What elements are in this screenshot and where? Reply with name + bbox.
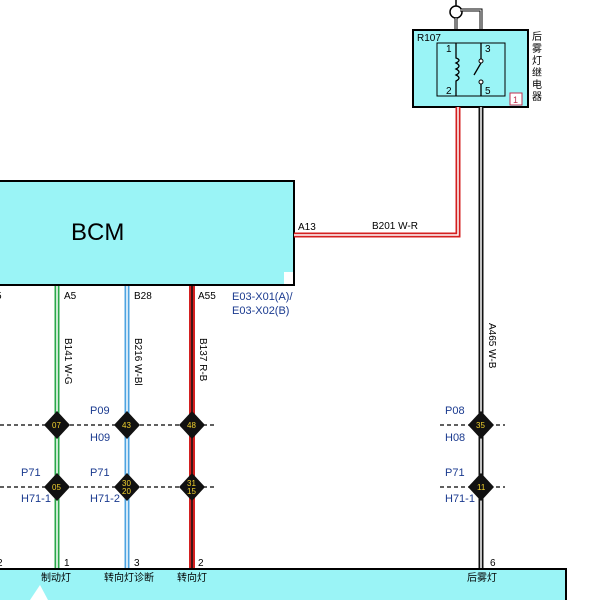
- label-turn-diag: 转向灯诊断: [104, 571, 154, 584]
- connector-h71-1-a: H71-1: [21, 493, 51, 505]
- pin-edge: 5: [0, 291, 2, 302]
- bottom-pin-3: 3: [134, 558, 140, 569]
- pin-b28: B28: [134, 291, 152, 302]
- connector-h08: H08: [445, 432, 465, 444]
- splice-05: 05: [44, 473, 70, 501]
- relay-pin-2: 2: [446, 86, 452, 97]
- relay-pin-5: 5: [485, 86, 491, 97]
- wire-a465: A465 W-B: [478, 107, 497, 575]
- bottom-pin-1: 1: [64, 558, 70, 569]
- relay-r107: R107 1 2 3 5 1 后 雾 灯 继 电 器: [412, 29, 542, 108]
- relay-name-char: 雾: [532, 43, 542, 55]
- relay-name-char: 后: [532, 31, 542, 43]
- svg-text:30: 30: [122, 479, 131, 488]
- splice-07: 07: [44, 411, 70, 439]
- bottom-pin-edge: 2: [0, 558, 3, 569]
- splice-43: 43: [114, 411, 140, 439]
- connector-h71-2: H71-2: [90, 493, 120, 505]
- svg-text:35: 35: [476, 421, 485, 430]
- relay-pin-1: 1: [446, 44, 452, 55]
- relay-name-char: 电: [532, 78, 542, 91]
- splice-35: 35: [468, 411, 494, 439]
- connector-p08: P08: [445, 405, 465, 417]
- label-turn-light: 转向灯: [177, 571, 207, 584]
- bottom-pin-2: 2: [198, 558, 204, 569]
- splice-48: 48: [179, 411, 205, 439]
- bcm-module: BCM: [0, 180, 295, 286]
- svg-text:07: 07: [52, 421, 61, 430]
- pin-a55: A55: [198, 291, 216, 302]
- connector-ref-1: E03-X01(A)/: [232, 291, 293, 303]
- bottom-module: 制动灯 转向灯诊断 转向灯 后雾灯: [0, 568, 567, 600]
- svg-text:48: 48: [187, 421, 196, 430]
- wire-a465-label: A465 W-B: [486, 323, 497, 369]
- splice-31-15: 31 15: [179, 473, 205, 501]
- bottom-pin-6: 6: [490, 558, 496, 569]
- svg-text:15: 15: [187, 487, 196, 496]
- connector-ref-2: E03-X02(B): [232, 305, 289, 317]
- connector-h09: H09: [90, 432, 110, 444]
- wire-b216-label: B216 W-Bl: [132, 338, 143, 386]
- svg-text:43: 43: [122, 421, 131, 430]
- label-brake-light: 制动灯: [41, 571, 71, 584]
- wire-b137-label: B137 R-B: [197, 338, 208, 382]
- svg-text:31: 31: [187, 479, 196, 488]
- relay-feed: [449, 0, 483, 30]
- connector-p71-a: P71: [21, 467, 41, 479]
- relay-name-char: 灯: [532, 55, 542, 67]
- relay-id: R107: [417, 33, 441, 44]
- wire-b201-label: B201 W-R: [372, 221, 418, 232]
- connector-p09: P09: [90, 405, 110, 417]
- pin-a13: A13: [298, 222, 316, 233]
- relay-name-char: 器: [532, 91, 542, 103]
- connector-p71-b: P71: [90, 467, 110, 479]
- splice-11: 11: [468, 473, 494, 501]
- relay-badge: 1: [513, 95, 518, 105]
- relay-name-char: 继: [532, 66, 542, 79]
- connector-lines: [0, 424, 505, 488]
- wire-b141-label: B141 W-G: [62, 338, 73, 385]
- splice-30-20: 30 20: [114, 473, 140, 501]
- connector-h71-1-c: H71-1: [445, 493, 475, 505]
- svg-text:20: 20: [122, 487, 131, 496]
- label-rear-fog: 后雾灯: [467, 572, 497, 584]
- bcm-title: BCM: [71, 219, 124, 246]
- connector-p71-c: P71: [445, 467, 465, 479]
- svg-text:11: 11: [477, 483, 486, 492]
- wire-b201: A13 B201 W-R: [294, 107, 461, 238]
- relay-pin-3: 3: [485, 44, 491, 55]
- pin-a5: A5: [64, 291, 77, 302]
- svg-text:05: 05: [52, 483, 61, 492]
